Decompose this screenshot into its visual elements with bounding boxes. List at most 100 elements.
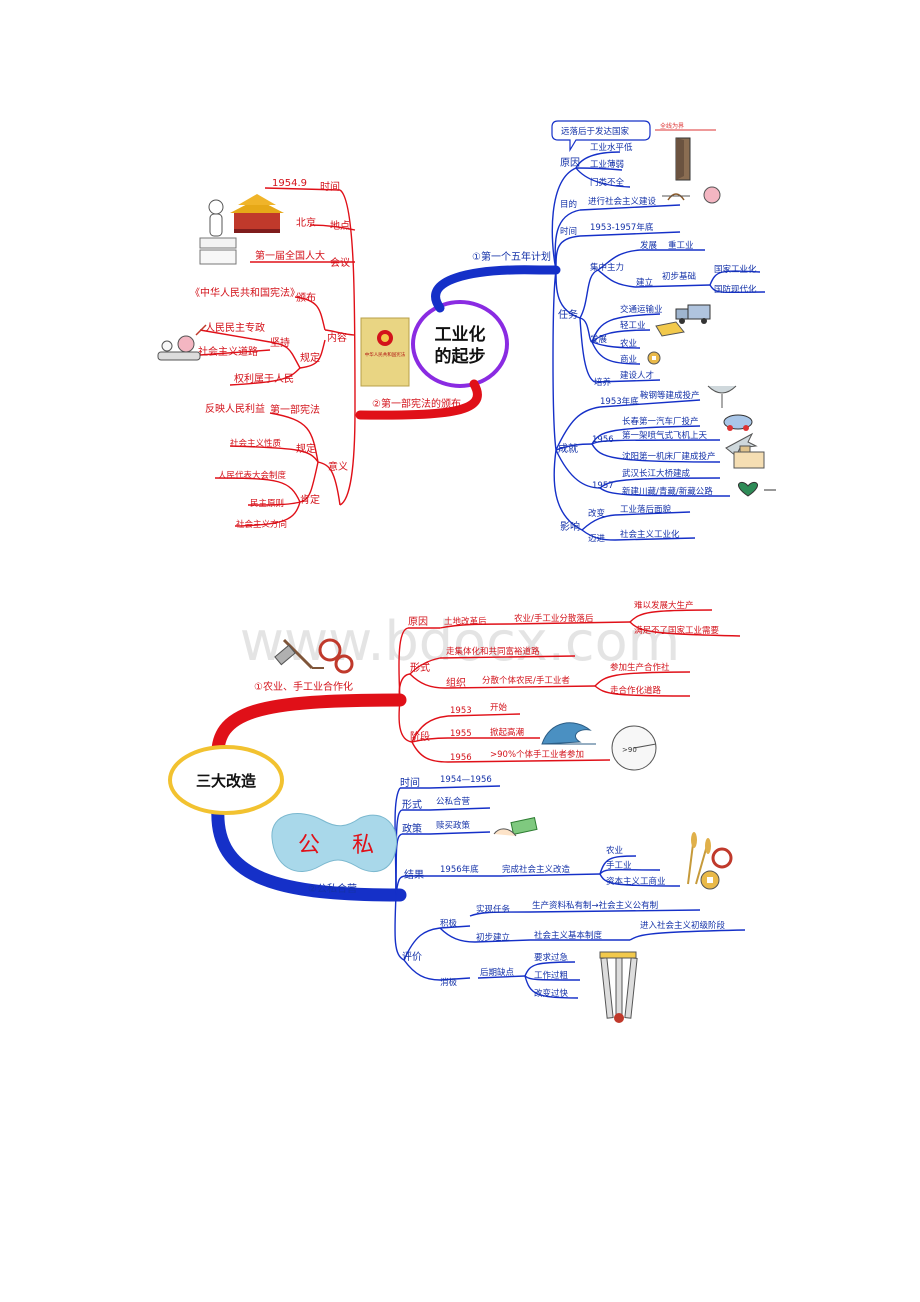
build-value: 初步基础 [662, 271, 696, 282]
coin-icon [647, 351, 661, 365]
coop-org-item-1: 参加生产合作社 [610, 662, 670, 673]
constitution-branch-label: ②第一部宪法的颁布 [372, 397, 461, 410]
jv-init-result: 进入社会主义初级阶段 [640, 920, 726, 931]
bottom-red-branch [211, 693, 407, 767]
result-1956-2: 第一架喷气式飞机上天 [622, 430, 708, 441]
jv-flaw-2: 工作过粗 [534, 970, 569, 981]
jv-time-label: 时间 [400, 776, 420, 789]
jv-task-value: 生产资料私有制→社会主义公有制 [532, 900, 658, 911]
coop-stage-label: 阶段 [410, 730, 430, 743]
machine-tool-icon [733, 445, 765, 469]
money-hand-icon [493, 817, 538, 837]
adhere-label: 坚持 [270, 336, 290, 349]
result-1953: 鞍钢等建成投产 [640, 390, 700, 401]
tiananmen-icon [230, 194, 284, 233]
change-label: 改变 [588, 508, 606, 519]
wave-icon [541, 722, 596, 745]
place-label: 地点 [330, 219, 350, 232]
plan-time-label: 时间 [560, 226, 577, 237]
result-1956-1: 长春第一汽车厂投产 [622, 416, 699, 427]
reason-item-3: 门类不全 [590, 177, 625, 188]
year-1956: 1956 [592, 435, 614, 445]
heart-road-icon [738, 481, 776, 497]
cooperation-branch-label: ①农业、手工业合作化 [254, 680, 353, 693]
book-title: 中华人民共和国宪法 [365, 351, 406, 358]
percent-pie-icon: >90 [611, 725, 657, 771]
jv-form-value: 公私合营 [436, 796, 470, 807]
reason-bubble-text: 远落后于发达国家 [561, 126, 630, 137]
train-value: 建设人才 [620, 370, 654, 381]
top-center-line2: 的起步 [435, 346, 486, 367]
top-center-line1: 工业化 [435, 324, 486, 345]
result-1956-3: 沈阳第一机床厂建成投产 [622, 451, 716, 462]
jv-flaw-label: 后期缺点 [480, 967, 515, 978]
promulgate-label: 颁布 [296, 292, 316, 304]
pie-label: >90 [622, 746, 637, 754]
jv-init-label: 初步建立 [476, 932, 511, 943]
adhere-item-1: 人民民主专政 [205, 321, 265, 334]
stage-1953-value: 开始 [490, 702, 508, 713]
coop-reason-label: 原因 [408, 616, 428, 628]
stipulate-label: 规定 [300, 351, 320, 364]
jv-policy-label: 政策 [402, 822, 422, 835]
jv-negative-label: 消极 [440, 977, 458, 988]
norm-value: 社会主义性质 [230, 438, 282, 449]
promulgate-value: 《中华人民共和国宪法》 [190, 286, 300, 299]
build-item-1: 国家工业化 [714, 264, 757, 275]
coop-org-label: 组织 [446, 676, 466, 689]
jv-task-label: 实现任务 [476, 904, 511, 915]
light-industry-icon [655, 321, 685, 337]
bottom-center-label: 三大改造 [196, 772, 256, 790]
coop-reason-1: 土地改革后 [444, 616, 487, 627]
build-label: 建立 [636, 277, 654, 288]
coop-reason-4: 满足不了国家工业需要 [634, 625, 720, 636]
develop2-item-3: 农业 [620, 338, 637, 349]
develop-value: 重工业 [668, 240, 694, 251]
advance-label: 迈进 [588, 534, 606, 544]
stage-1955: 1955 [450, 729, 472, 739]
affirm-item-2: 民主原则 [250, 498, 284, 509]
impact-label: 影响 [560, 520, 580, 533]
jv-positive-label: 积极 [440, 918, 458, 929]
top-red-branch [355, 379, 482, 420]
coop-reason-3: 难以发展大生产 [634, 600, 694, 611]
coop-org-item-2: 走合作化道路 [610, 685, 662, 696]
joint-venture-branch-label: ②公私合营 [308, 882, 357, 895]
build-item-2: 国防现代化 [714, 284, 757, 295]
adhere-item-2: 社会主义道路 [198, 345, 258, 358]
content-label: 内容 [327, 331, 347, 344]
develop2-label: 发展 [590, 334, 608, 345]
stage-1956: 1956 [450, 753, 472, 763]
cooperation-branch [398, 609, 741, 763]
place-value: 北京 [296, 216, 316, 229]
si-char: 私 [352, 833, 374, 858]
door-sign: 全线为界 [660, 122, 684, 130]
stage-1956-value: >90%个体手工业者参加 [490, 749, 584, 760]
time-label: 时间 [320, 180, 340, 193]
jv-policy-value: 赎买政策 [436, 820, 471, 831]
change-value: 工业落后面貌 [620, 504, 672, 515]
plan-time-value: 1953-1957年底 [590, 222, 654, 233]
purpose-value: 进行社会主义建设 [588, 196, 657, 207]
train-label: 培养 [594, 377, 612, 388]
gong-char: 公 [298, 833, 320, 858]
purpose-label: 目的 [560, 199, 577, 210]
bottom-blue-branch [211, 801, 407, 902]
watermark: www.bdocx.com [240, 610, 680, 673]
tools-knot-icon [274, 638, 354, 674]
gong-si-blob: 公 私 [271, 813, 398, 873]
coop-org-value: 分散个体农民/手工业者 [482, 675, 570, 686]
norm-label: 规定 [296, 442, 316, 455]
develop2-item-1: 交通运输业 [620, 304, 663, 315]
coop-form-value: 走集体化和共同富裕道路 [446, 646, 540, 657]
jv-result-item-2: 手工业 [606, 860, 632, 871]
first-const-value: 反映人民利益 [205, 402, 265, 415]
car-icon [723, 414, 753, 431]
five-year-plan-label: ①第一个五年计划 [472, 250, 551, 263]
brush-pens-icon [599, 951, 638, 1023]
task-label: 任务 [558, 308, 578, 321]
result-1957-1: 武汉长江大桥建成 [622, 468, 691, 479]
reason-label: 原因 [560, 157, 580, 169]
door-icon: 全线为界 [655, 122, 716, 181]
